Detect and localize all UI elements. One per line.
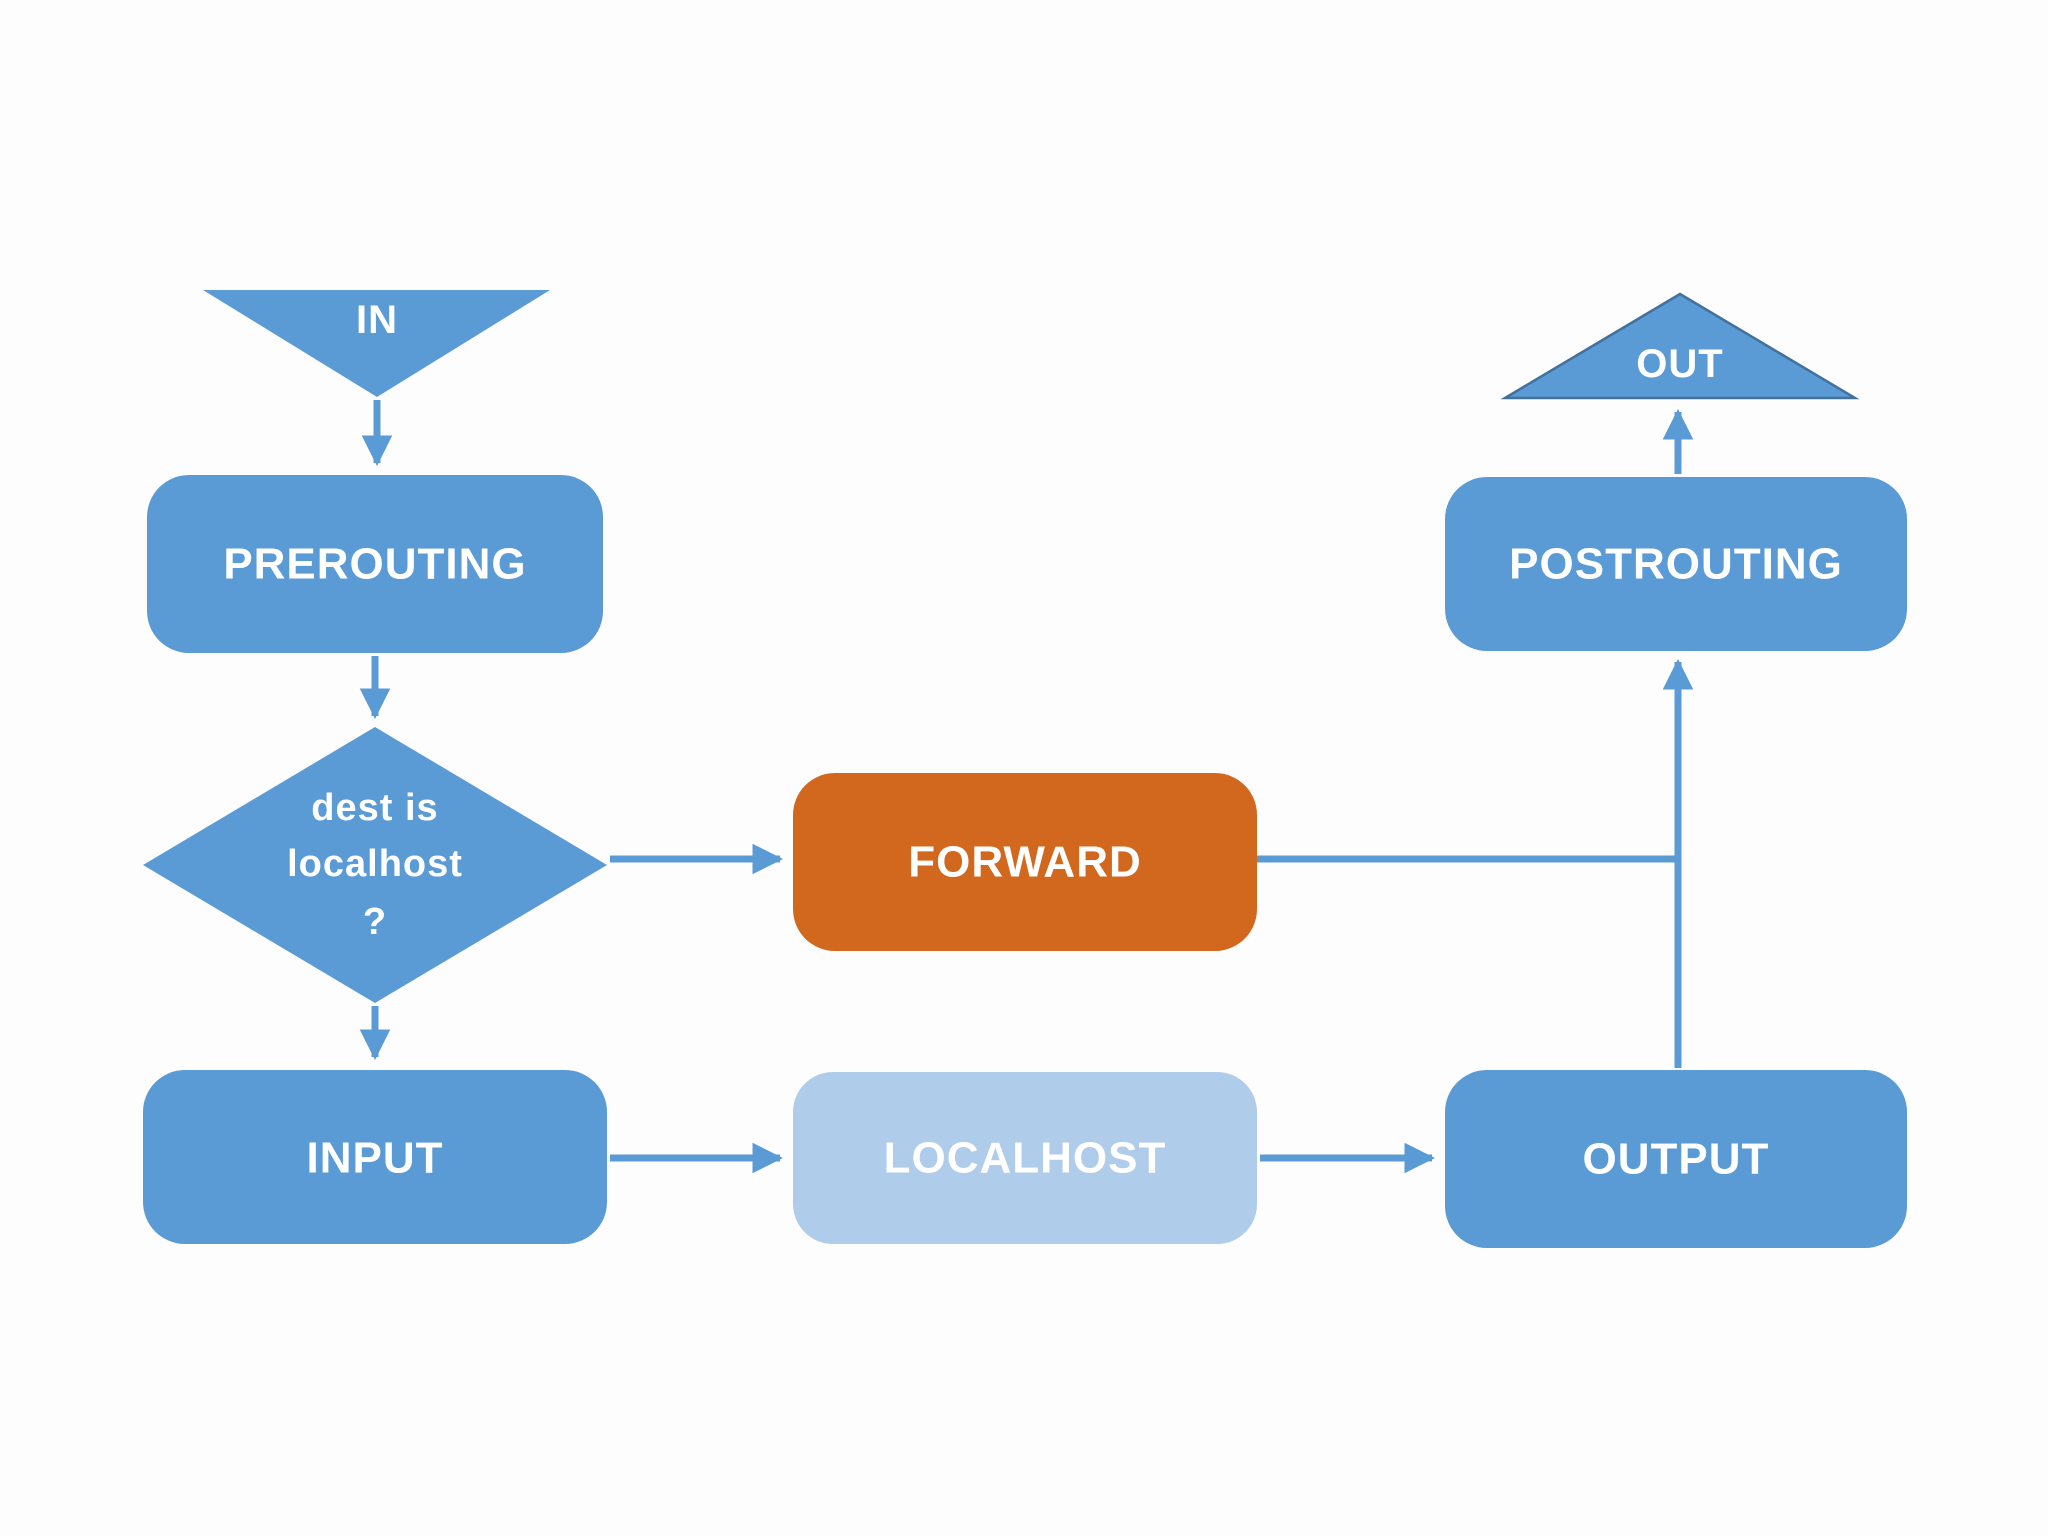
edges (359, 400, 1694, 1174)
out-triangle-shape (1500, 292, 1860, 400)
prerouting-label: PREROUTING (223, 540, 526, 589)
prerouting-box-shape (147, 475, 603, 653)
node-postrouting: POSTROUTING (1445, 477, 1907, 651)
decision-diamond-shape (143, 727, 607, 1003)
decision-label-line2: localhost (287, 843, 463, 885)
in-label: IN (356, 298, 398, 342)
in-triangle-shape (203, 290, 550, 397)
decision-label-line3: ? (363, 901, 387, 943)
postrouting-box-shape (1445, 477, 1907, 651)
localhost-box-shape (793, 1072, 1257, 1244)
decision-label-line1: dest is (311, 787, 438, 829)
node-output: OUTPUT (1445, 1070, 1907, 1248)
input-box-shape (143, 1070, 607, 1244)
output-box-shape (1445, 1070, 1907, 1248)
node-localhost: LOCALHOST (793, 1072, 1257, 1244)
localhost-label: LOCALHOST (884, 1134, 1167, 1183)
postrouting-label: POSTROUTING (1509, 540, 1843, 589)
node-input: INPUT (143, 1070, 607, 1244)
node-decision: dest is localhost ? (143, 727, 607, 1003)
forward-box-shape (793, 773, 1257, 951)
node-forward: FORWARD (793, 773, 1257, 951)
node-in-terminal: IN (203, 290, 550, 397)
node-prerouting: PREROUTING (147, 475, 603, 653)
input-label: INPUT (307, 1134, 444, 1183)
node-out-terminal: OUT (1500, 292, 1860, 400)
out-label: OUT (1636, 342, 1723, 386)
output-label: OUTPUT (1583, 1135, 1770, 1184)
forward-label: FORWARD (908, 838, 1142, 887)
